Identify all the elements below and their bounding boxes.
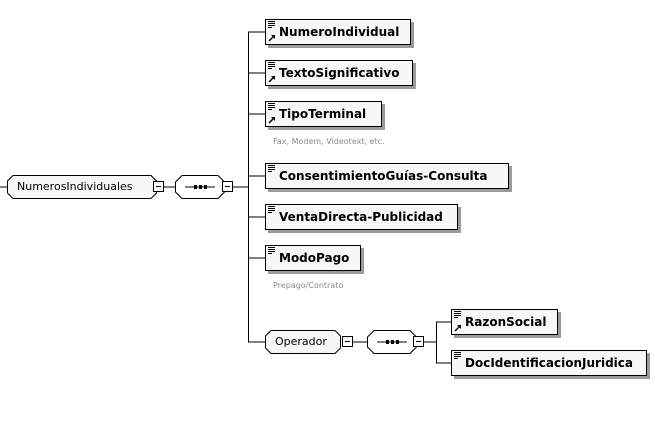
annotation-tipo-terminal: Fax, Modem, Videotext, etc. [273,137,385,146]
root-collapse-icon[interactable] [153,181,164,192]
operador-sequence-collapse-icon[interactable] [413,336,424,347]
element-label: TipoTerminal [279,107,367,121]
element-modo-pago[interactable]: ModoPago [265,245,361,271]
sequence-icon [386,340,389,344]
element-ref-icon [268,21,280,46]
element-numero-individual[interactable]: NumeroIndividual [265,19,411,45]
element-label: DocIdentificacionJuridica [465,356,633,370]
element-icon [268,206,280,231]
element-ref-icon [454,311,466,336]
root-element-node[interactable] [7,175,157,199]
element-label: ModoPago [279,251,350,265]
element-icon [454,352,466,377]
element-doc-identificacion-juridica[interactable]: DocIdentificacionJuridica [451,350,647,376]
root-element-label: NumerosIndividuales [17,180,133,193]
element-consentimiento-guias-consulta[interactable]: ConsentimientoGuías-Consulta [265,163,509,189]
operador-collapse-icon[interactable] [342,336,353,347]
element-razon-social[interactable]: RazonSocial [451,309,558,335]
element-label: NumeroIndividual [279,25,400,39]
operador-element-node[interactable] [265,330,341,354]
operador-element-label: Operador [275,335,327,348]
annotation-modo-pago: Prepago/Contrato [273,281,344,290]
root-sequence-node[interactable] [175,175,225,199]
element-label: ConsentimientoGuías-Consulta [279,169,488,183]
element-texto-significativo[interactable]: TextoSignificativo [265,60,413,86]
sequence-collapse-icon[interactable] [222,181,233,192]
operador-sequence-node[interactable] [367,330,417,354]
element-ref-icon [268,62,280,87]
element-label: RazonSocial [465,315,547,329]
element-icon [268,165,280,190]
element-tipo-terminal[interactable]: TipoTerminal [265,101,382,127]
element-venta-directa-publicidad[interactable]: VentaDirecta-Publicidad [265,204,458,230]
element-label: VentaDirecta-Publicidad [279,210,443,224]
element-ref-icon [268,103,280,128]
element-icon [268,247,280,272]
element-label: TextoSignificativo [279,66,400,80]
sequence-icon [194,185,197,189]
